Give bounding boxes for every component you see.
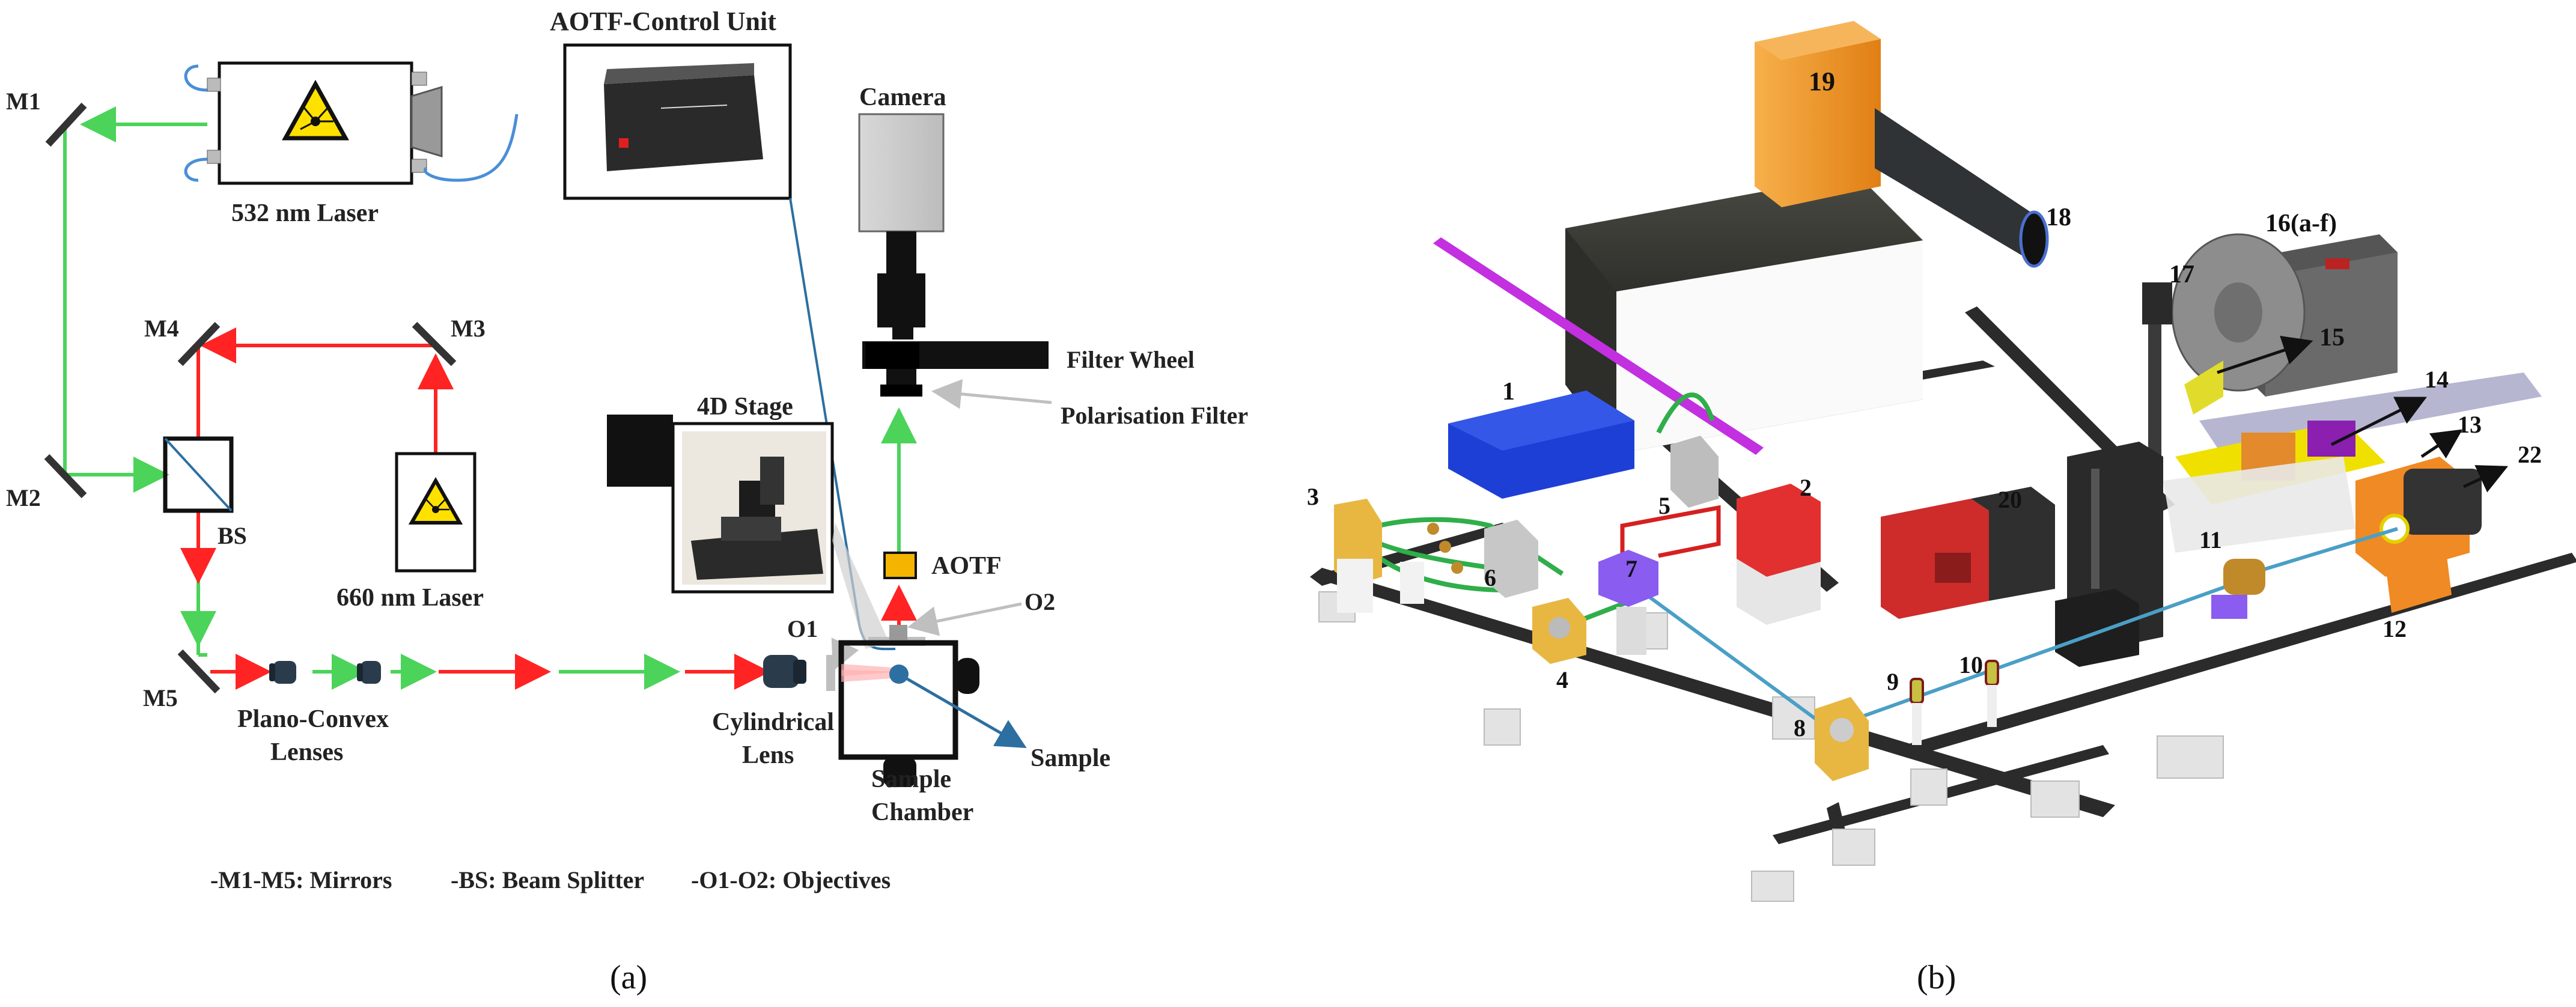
label-5: 5 (1658, 492, 1670, 519)
aotf-unit-label: AOTF-Control Unit (550, 7, 776, 36)
support-posts (1318, 591, 2224, 902)
bs-label: BS (218, 522, 247, 549)
controller-20: 20 (1881, 486, 2055, 619)
o2-label: O2 (1025, 588, 1055, 615)
label-17: 17 (2169, 261, 2194, 288)
beam-splitter: BS (163, 436, 247, 549)
mount-3: 3 (1307, 483, 1463, 613)
legend-objectives: -O1-O2: Objectives (691, 866, 891, 893)
stage-label: 4D Stage (697, 393, 793, 421)
cyl-label-2: Lens (742, 741, 794, 769)
mirror-m4: M4 (144, 315, 221, 367)
label-1: 1 (1502, 378, 1515, 406)
label-20: 20 (1998, 486, 2022, 513)
laser-660-label: 660 nm Laser (336, 584, 484, 612)
mirror-m2: M2 (6, 454, 87, 511)
chamber-label-2: Chamber (871, 799, 973, 826)
label-9: 9 (1887, 668, 1899, 695)
panel-b-caption: (b) (1917, 959, 1956, 996)
aotf: AOTF (883, 552, 1002, 580)
laser-hazard-icon (408, 476, 463, 525)
label-22: 22 (2518, 441, 2542, 468)
aotf-label: AOTF (931, 552, 1002, 580)
laser-660: 660 nm Laser (336, 452, 484, 612)
camera-assembly: Camera Filter Wheel Polarisation Filter (858, 84, 1248, 429)
lenses-label-1: Plano-Convex (237, 705, 389, 733)
mount-5: 5 (1658, 436, 1719, 519)
laser-hazard-icon (282, 79, 349, 141)
polarisation-filter-label: Polarisation Filter (1061, 402, 1248, 429)
m3-label: M3 (451, 315, 486, 342)
label-13: 13 (2458, 411, 2482, 438)
lens-2 (357, 661, 381, 684)
panel-a-legend: -M1-M5: Mirrors -BS: Beam Splitter -O1-O… (210, 866, 891, 893)
plano-convex-lenses: Plano-Convex Lenses (237, 661, 389, 766)
aotf-control-unit: AOTF-Control Unit (550, 7, 896, 651)
label-4: 4 (1556, 666, 1568, 693)
legend-bs: -BS: Beam Splitter (451, 866, 644, 893)
cyl-label-1: Cylindrical (712, 708, 834, 736)
laser-2: 2 (1737, 474, 1821, 625)
label-15: 15 (2319, 324, 2345, 351)
label-16: 16(a-f) (2265, 210, 2337, 237)
label-11: 11 (2199, 526, 2222, 553)
mount-6: 6 (1484, 520, 1538, 598)
red-beam-paths (180, 327, 917, 690)
label-19: 19 (1809, 67, 1835, 96)
m4-label: M4 (144, 315, 179, 342)
legend-mirrors: -M1-M5: Mirrors (210, 866, 392, 893)
label-6: 6 (1484, 564, 1496, 591)
detection-platform: 14 13 22 12 (2163, 366, 2542, 642)
label-10: 10 (1959, 651, 1983, 678)
mount-8: 8 (1794, 697, 1869, 781)
lens-9: 9 (1887, 668, 1924, 745)
label-12: 12 (2383, 615, 2407, 642)
lens-1 (269, 661, 296, 684)
red-beam-3d (1620, 505, 1721, 562)
mirror-m1: M1 (6, 88, 87, 147)
objective-11: 11 (2199, 526, 2265, 619)
sample-chamber: O2 O1 Sample Sample Chamber (787, 588, 1110, 826)
lens-10: 10 (1959, 651, 1999, 727)
panel-a-schematic: M1 M2 M3 M4 M5 (6, 7, 1248, 996)
mirror-m5: M5 (143, 649, 221, 711)
vertical-stage (2055, 442, 2163, 667)
stage-4d: 4D Stage (607, 393, 889, 649)
laser-532: 532 nm Laser (184, 61, 519, 227)
filter-wheel-16: 16(a-f) 17 15 (2142, 210, 2398, 523)
laser-532-label: 532 nm Laser (231, 199, 379, 227)
panel-a-caption: (a) (610, 959, 647, 996)
mount-4: 4 (1532, 598, 1586, 693)
m5-label: M5 (143, 684, 178, 711)
m1-label: M1 (6, 88, 41, 115)
cylindrical-lens: Cylindrical Lens (712, 655, 834, 769)
label-18: 18 (2046, 204, 2071, 231)
camera-label: Camera (859, 84, 946, 111)
camera-19: 19 18 (1755, 21, 2071, 268)
mirror-m3: M3 (412, 315, 486, 367)
lenses-label-2: Lenses (270, 738, 343, 766)
label-8: 8 (1794, 714, 1806, 741)
blue-beams-3d (1645, 527, 2398, 729)
label-2: 2 (1800, 474, 1812, 501)
chamber-label-1: Sample (871, 765, 951, 793)
label-3: 3 (1307, 483, 1319, 510)
filter-wheel-label: Filter Wheel (1067, 346, 1195, 373)
label-7: 7 (1625, 555, 1637, 582)
sample-label: Sample (1031, 744, 1110, 772)
label-14: 14 (2425, 366, 2449, 393)
cube-7: 7 (1598, 550, 1658, 655)
panel-b-3d-render: 19 18 16(a-f) 17 15 14 (1307, 21, 2576, 996)
laser-1: 1 (1448, 378, 1634, 499)
m2-label: M2 (6, 484, 41, 511)
o1-label: O1 (787, 615, 818, 642)
